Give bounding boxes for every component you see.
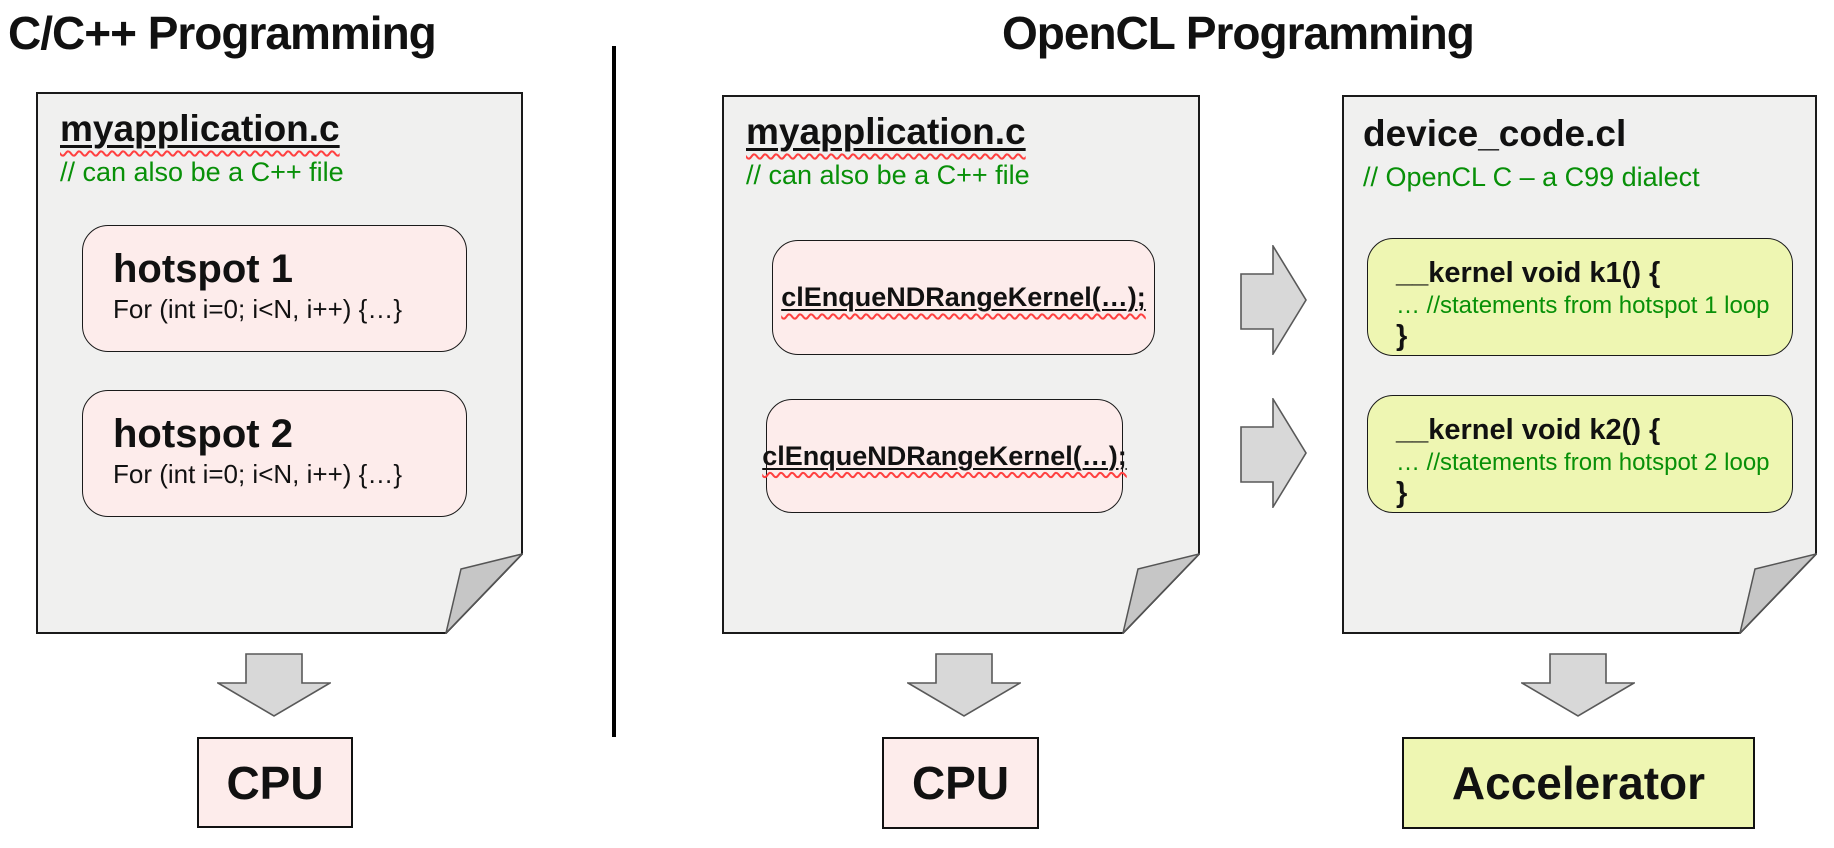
- file-comment: // OpenCL C – a C99 dialect: [1363, 162, 1700, 192]
- down-arrow-icon: [217, 653, 331, 717]
- device-document: device_code.cl // OpenCL C – a C99 diale…: [1342, 95, 1817, 634]
- kernel-close: }: [1396, 477, 1408, 509]
- kernel-body: … //statements from hotspot 1 loop: [1396, 292, 1770, 319]
- right-section-title: OpenCL Programming: [1002, 7, 1475, 59]
- left-section-title: C/C++ Programming: [8, 7, 437, 59]
- file-name: myapplication.c: [746, 111, 1026, 152]
- source-document-left: myapplication.c // can also be a C++ fil…: [36, 92, 523, 634]
- kernel-close: }: [1396, 320, 1408, 352]
- file-comment: // can also be a C++ file: [60, 157, 344, 187]
- kernel-signature: __kernel void k2() {: [1396, 414, 1661, 446]
- hotspot-code: For (int i=0; i<N, i++) {…}: [113, 294, 403, 324]
- kernel-1-box: __kernel void k1() { … //statements from…: [1367, 238, 1793, 356]
- folded-corner-icon: [444, 552, 523, 634]
- folded-corner-icon: [1738, 552, 1817, 634]
- hotspot-title: hotspot 2: [113, 412, 293, 456]
- right-arrow-icon: [1240, 245, 1307, 355]
- kernel-body: … //statements from hotspot 2 loop: [1396, 449, 1770, 476]
- right-arrow-icon: [1240, 398, 1307, 508]
- kernel-call-text: clEnqueNDRangeKernel(…);: [762, 440, 1127, 471]
- accelerator-box: Accelerator: [1402, 737, 1755, 829]
- cpu-box-middle: CPU: [882, 737, 1039, 829]
- kernel-call-text: clEnqueNDRangeKernel(…);: [781, 282, 1146, 312]
- folded-corner-icon: [1121, 552, 1200, 634]
- kernel-call-1-box: clEnqueNDRangeKernel(…);: [772, 240, 1155, 355]
- hotspot-1-box: hotspot 1 For (int i=0; i<N, i++) {…}: [82, 225, 467, 352]
- cpu-label: CPU: [911, 757, 1010, 809]
- host-document: myapplication.c // can also be a C++ fil…: [722, 95, 1200, 634]
- kernel-signature: __kernel void k1() {: [1396, 257, 1661, 289]
- down-arrow-icon: [907, 653, 1021, 717]
- hotspot-2-box: hotspot 2 For (int i=0; i<N, i++) {…}: [82, 390, 467, 517]
- cpu-label: CPU: [226, 756, 324, 809]
- kernel-2-box: __kernel void k2() { … //statements from…: [1367, 395, 1793, 513]
- down-arrow-icon: [1521, 653, 1635, 717]
- kernel-call-2-box: clEnqueNDRangeKernel(…);: [762, 399, 1127, 513]
- hotspot-title: hotspot 1: [113, 247, 293, 291]
- file-name: myapplication.c: [60, 108, 340, 149]
- section-divider: [612, 46, 616, 737]
- file-name: device_code.cl: [1363, 113, 1627, 154]
- accelerator-label: Accelerator: [1451, 757, 1706, 809]
- file-comment: // can also be a C++ file: [746, 160, 1030, 190]
- cpu-box-left: CPU: [197, 737, 353, 828]
- hotspot-code: For (int i=0; i<N, i++) {…}: [113, 459, 403, 489]
